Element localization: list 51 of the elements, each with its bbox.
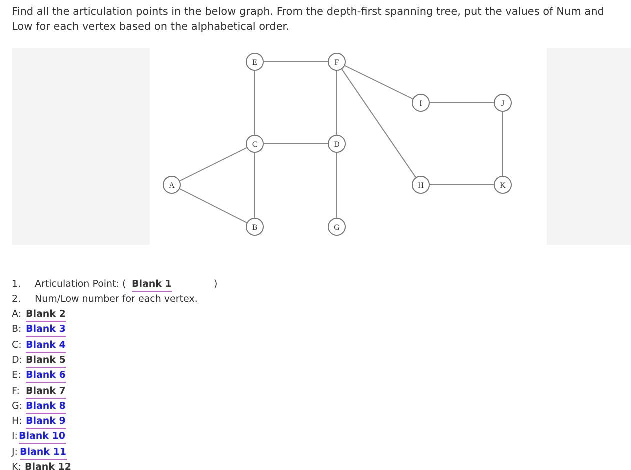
vertex-circle: D <box>328 135 346 153</box>
answer-blank: Blank 12 <box>25 462 72 470</box>
answer-blank: Blank 8 <box>26 400 66 414</box>
answer-blank: Blank 1 <box>132 279 172 292</box>
answer-blank: Blank 7 <box>26 386 66 398</box>
question-text: D: <box>12 354 23 367</box>
vertex-circle: H <box>412 176 430 194</box>
answer-blank: Blank 10 <box>19 431 66 444</box>
vertex-circle: G <box>328 218 346 236</box>
answer-blank: Blank 2 <box>26 309 66 322</box>
vertex-circle: J <box>494 94 512 112</box>
answer-blank: Blank 11 <box>20 446 67 460</box>
edge-line <box>502 112 504 176</box>
vertex-circle: C <box>246 135 264 153</box>
question-text: I: <box>12 431 18 444</box>
edge-line <box>180 147 248 182</box>
question-text: G: <box>12 400 23 413</box>
question-text: C: <box>12 340 22 352</box>
question-text: H: <box>12 416 22 428</box>
question-text: F: <box>12 386 20 398</box>
question-text: Articulation Point: ( <box>35 279 126 291</box>
edge-line <box>430 184 494 186</box>
edge-line <box>336 70 338 136</box>
question-text: Find all the articulation points in the below graph. From the depth-first spanning tree, put the values of Num and Low for each vertex based on the alphabetical order. <box>12 5 606 35</box>
answer-blank: Blank 9 <box>26 416 66 430</box>
vertex-circle: F <box>328 53 346 71</box>
edge-line <box>430 102 494 104</box>
question-text: Num/Low number for each vertex. <box>35 294 198 306</box>
edge-line <box>336 152 338 218</box>
answer-blank: Blank 4 <box>26 340 66 353</box>
question-text: K: <box>12 462 22 470</box>
vertex-circle: A <box>163 176 181 194</box>
answer-blank: Blank 3 <box>26 324 66 338</box>
question-text: A: <box>12 309 22 321</box>
question-text: B: <box>12 324 22 336</box>
list-number: 1. <box>12 279 22 291</box>
edge-line <box>342 68 416 178</box>
question-text: E: <box>12 370 22 382</box>
question-text: J: <box>12 446 18 459</box>
edge-line <box>254 152 256 218</box>
vertex-circle: B <box>246 218 264 236</box>
vertex-circle: I <box>412 94 430 112</box>
edge-line <box>254 70 256 136</box>
answer-blank: Blank 5 <box>26 354 66 368</box>
answer-blank: Blank 6 <box>26 370 66 384</box>
edge-line <box>344 65 414 100</box>
question-text: ) <box>214 279 218 291</box>
list-number: 2. <box>12 294 22 306</box>
vertex-circle: E <box>246 53 264 71</box>
edge-line <box>180 188 248 224</box>
vertex-circle: K <box>494 176 512 194</box>
